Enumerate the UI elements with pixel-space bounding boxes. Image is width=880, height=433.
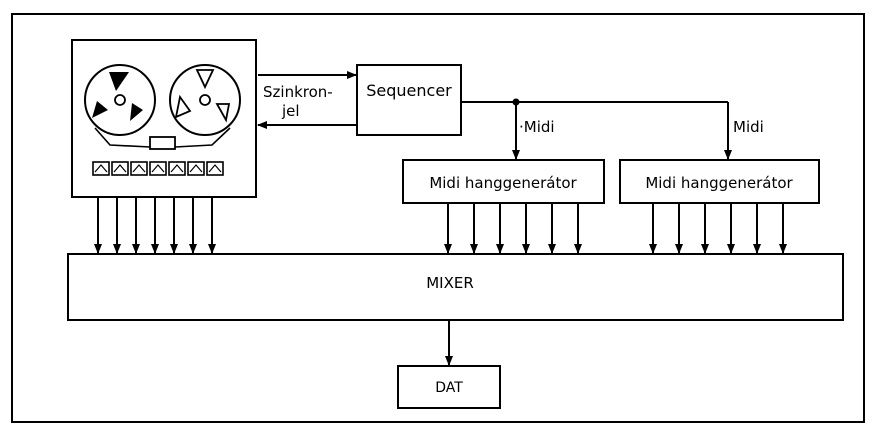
right-reel-icon [170,65,240,135]
level-meter-icon [93,162,109,175]
tape-recorder-icon [72,40,256,197]
level-meter-icon [207,162,223,175]
dat-label: DAT [435,380,463,396]
mixer-label: MIXER [426,274,474,292]
sync-label-line1: Szinkron- [263,83,333,101]
tape-to-mixer-arrows [98,197,212,253]
left-reel-icon [85,65,155,135]
level-meter-icon [131,162,147,175]
level-meter-icon [188,162,204,175]
sync-label-line2: jel [281,102,300,120]
midi-label-2: Midi [733,118,764,136]
generator1-to-mixer-arrows [448,203,578,253]
midi-label-1: ·Midi [519,118,555,136]
level-meter-icon [169,162,185,175]
sequencer-box [357,65,461,135]
generator2-to-mixer-arrows [653,203,783,253]
midi-generator-1-label: Midi hanggenerátor [429,174,577,192]
tape-head [150,137,175,149]
outer-frame [12,14,864,422]
sequencer-label: Sequencer [366,81,452,100]
tape-recorder-body [72,40,256,197]
level-meter-icon [150,162,166,175]
level-meters [93,162,223,175]
midi-generator-2-label: Midi hanggenerátor [645,174,793,192]
level-meter-icon [112,162,128,175]
